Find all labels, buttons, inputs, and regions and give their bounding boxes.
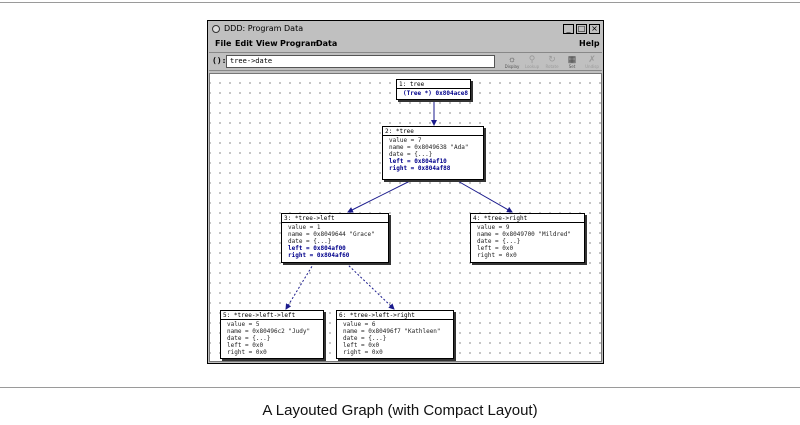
node-field-left: left = 0x0 (227, 342, 264, 349)
graph-edges (285, 101, 513, 310)
set-tool-button[interactable]: ▦ Set (561, 54, 583, 70)
menu-view[interactable]: View (256, 39, 278, 48)
node-field-left: left = 0x804af00 (288, 245, 346, 252)
edge-tree-to-left (347, 179, 413, 213)
node-field-left: left = 0x0 (477, 245, 514, 252)
edge-left-to-leftleft (285, 262, 315, 310)
data-node-tree-left-right[interactable]: 6: *tree->left->right value = 6 name = 0… (336, 310, 454, 359)
set-tool-label: Set (568, 64, 576, 69)
node-field-date: date = {...} (343, 335, 387, 342)
node-field-value: value = 7 (389, 137, 422, 144)
node-title: 2: *tree (383, 127, 483, 136)
data-node-tree-left[interactable]: 3: *tree->left value = 1 name = 0x804964… (281, 213, 389, 263)
node-field-right: right = 0x0 (477, 252, 517, 259)
data-node-tree-right[interactable]: 4: *tree->right value = 9 name = 0x80497… (470, 213, 585, 263)
node-field-name: name = 0x80496c2 "Judy" (227, 328, 311, 335)
data-node-deref-tree[interactable]: 2: *tree value = 7 name = 0x8049638 "Ada… (382, 126, 484, 180)
node-field-date: date = {...} (288, 238, 332, 245)
rotate-icon: ↻ (548, 54, 556, 64)
menu-edit[interactable]: Edit (235, 39, 253, 48)
node-title: 4: *tree->right (471, 214, 584, 223)
undisplay-icon: ✗ (588, 54, 596, 64)
undisplay-tool-label: Undisp (585, 64, 599, 69)
title-bar[interactable]: DDD: Program Data _ □ × (209, 22, 602, 36)
node-field-left: left = 0x0 (343, 342, 380, 349)
display-tool-button[interactable]: ☼ Display (501, 54, 523, 70)
node-field-name: name = 0x8049700 "Mildred" (477, 231, 571, 238)
lookup-icon: ⚲ (528, 54, 536, 64)
data-node-tree-left-left[interactable]: 5: *tree->left->left value = 5 name = 0x… (220, 310, 324, 359)
edge-left-to-leftright (345, 262, 395, 310)
menu-bar: File Edit View Program Data Help (209, 37, 602, 51)
argument-field[interactable]: tree->date (226, 55, 495, 68)
node-field-right: right = 0x804af88 (389, 165, 451, 172)
node-field-left: left = 0x804af10 (389, 158, 447, 165)
node-field-name: name = 0x8049638 "Ada" (389, 144, 469, 151)
menu-program[interactable]: Program (280, 39, 319, 48)
top-rule (0, 2, 800, 3)
node-title: 1: tree (397, 80, 470, 89)
window-title: DDD: Program Data (224, 24, 304, 33)
menu-data[interactable]: Data (316, 39, 338, 48)
maximize-button[interactable]: □ (576, 24, 587, 34)
node-field-right: right = 0x0 (227, 349, 267, 356)
undisplay-tool-button[interactable]: ✗ Undisp (581, 54, 603, 70)
menu-file[interactable]: File (215, 39, 232, 48)
minimize-button[interactable]: _ (563, 24, 574, 34)
node-value-row: (Tree *) 0x804ace8 (403, 90, 468, 97)
app-icon[interactable] (212, 25, 220, 33)
lookup-tool-button[interactable]: ⚲ Lookup (521, 54, 543, 70)
display-tool-label: Display (504, 64, 520, 69)
close-button[interactable]: × (589, 24, 600, 34)
tool-bar: (): tree->date ☼ Display ⚲ Lookup ↻ Rota… (209, 52, 602, 71)
node-field-right: right = 0x804af60 (288, 252, 350, 259)
node-field-date: date = {...} (227, 335, 271, 342)
data-node-tree[interactable]: 1: tree (Tree *) 0x804ace8 (396, 79, 471, 100)
node-field-date: date = {...} (477, 238, 521, 245)
rotate-tool-button[interactable]: ↻ Rotate (541, 54, 563, 70)
data-graph-canvas[interactable]: 1: tree (Tree *) 0x804ace8 2: *tree valu… (209, 73, 602, 362)
figure-caption: A Layouted Graph (with Compact Layout) (262, 402, 538, 419)
node-field-value: value = 5 (227, 321, 260, 328)
node-title: 3: *tree->left (282, 214, 388, 223)
set-icon: ▦ (567, 54, 577, 64)
ddd-data-window: DDD: Program Data _ □ × File Edit View P… (207, 20, 604, 364)
lookup-tool-label: Lookup (524, 64, 540, 69)
node-field-value: value = 6 (343, 321, 376, 328)
node-title: 6: *tree->left->right (337, 311, 453, 320)
menu-help[interactable]: Help (579, 39, 600, 48)
node-title: 5: *tree->left->left (221, 311, 323, 320)
node-field-name: name = 0x8049644 "Grace" (288, 231, 375, 238)
node-field-date: date = {...} (389, 151, 433, 158)
node-field-name: name = 0x80496f7 "Kathleen" (343, 328, 441, 335)
node-field-value: value = 1 (288, 224, 321, 231)
display-icon: ☼ (507, 54, 517, 64)
argument-label: (): (212, 56, 227, 65)
bottom-rule (0, 387, 800, 388)
edge-tree-to-right (455, 179, 513, 213)
node-field-value: value = 9 (477, 224, 510, 231)
node-field-right: right = 0x0 (343, 349, 383, 356)
rotate-tool-label: Rotate (545, 64, 559, 69)
